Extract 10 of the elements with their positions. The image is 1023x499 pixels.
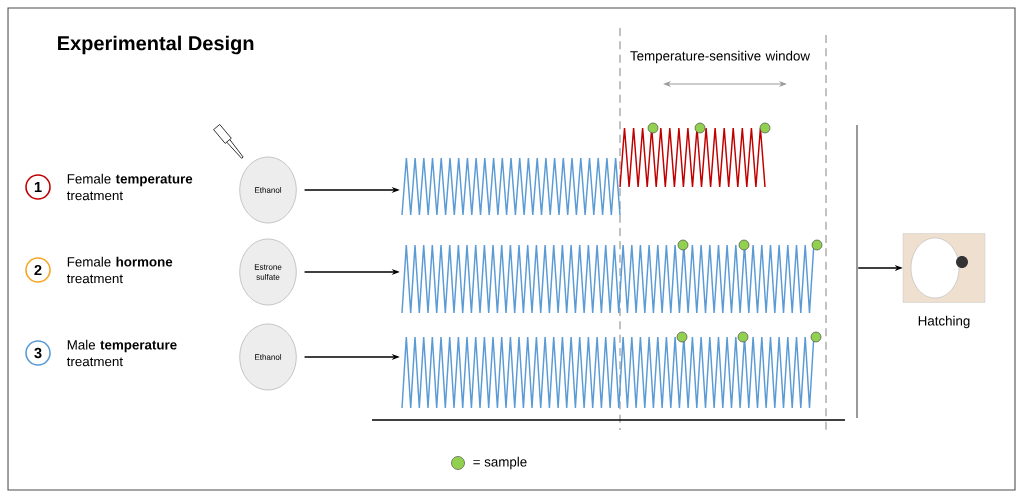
treatment-label: Female temperature treatment <box>66 173 193 201</box>
window-label: Temperature-sensitive window <box>630 50 811 64</box>
egg: Ethanol <box>239 323 297 391</box>
treatment-label: Female hormone treatment <box>66 256 173 284</box>
photo-caption: Hatching <box>918 315 970 329</box>
egg: Ethanol <box>239 156 297 224</box>
treatment-label: Male temperature treatment <box>66 339 177 367</box>
legend-label: = sample <box>473 456 527 470</box>
title: Experimental Design <box>58 35 254 55</box>
egg: Estrone sulfate <box>239 238 297 306</box>
